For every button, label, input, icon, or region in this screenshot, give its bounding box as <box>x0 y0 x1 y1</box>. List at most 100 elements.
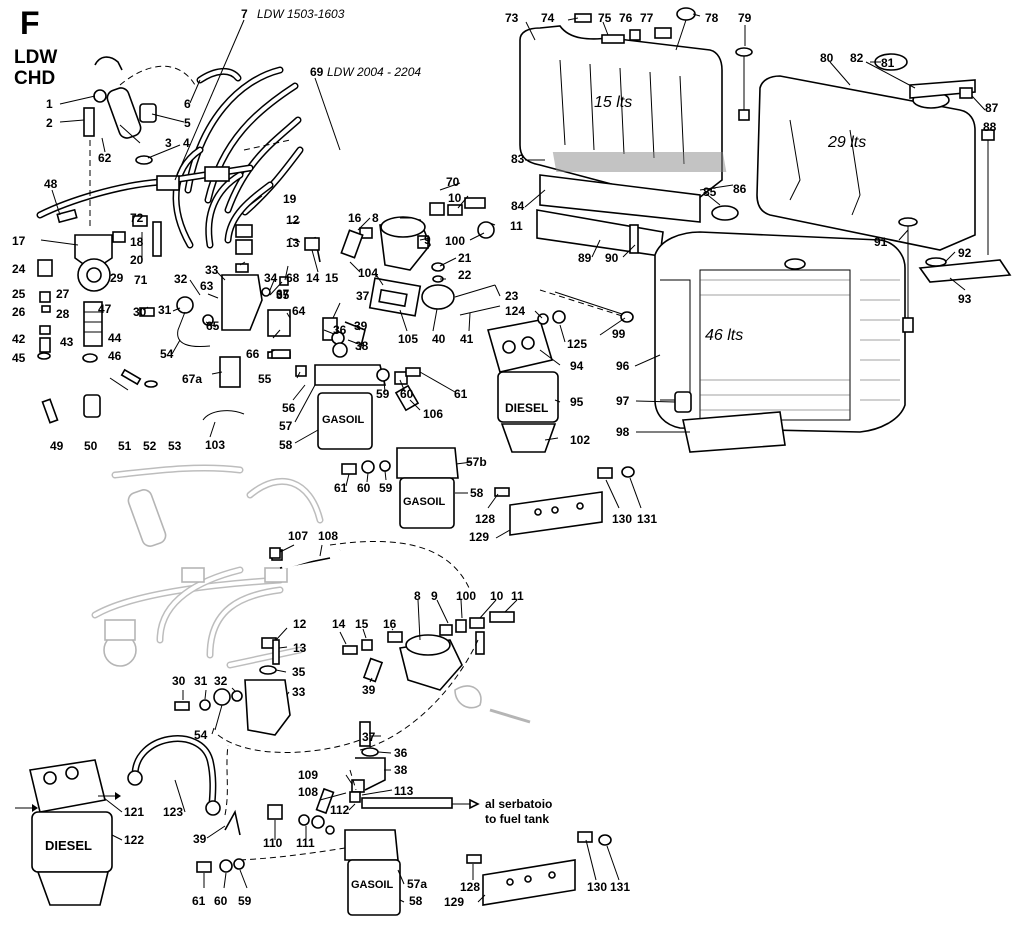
callout-c14a: 14 <box>306 271 320 285</box>
callout-c35a: 35 <box>276 288 290 302</box>
callout-c94: 94 <box>570 359 584 373</box>
callout-c81: 81 <box>881 56 895 70</box>
callout-c38a: 38 <box>355 339 369 353</box>
engine-variant-b-label: LDW 2004 - 2204 <box>327 65 421 79</box>
callout-c61b: 61 <box>334 481 348 495</box>
callout-c48: 48 <box>44 177 58 191</box>
callout-c86: 86 <box>733 182 747 196</box>
callout-c56: 56 <box>282 401 296 415</box>
callout-c111: 111 <box>296 836 315 850</box>
tank-46-lts: 46 lts <box>654 205 918 453</box>
callout-c24: 24 <box>12 262 26 276</box>
callout-c104: 104 <box>358 266 378 280</box>
callout-c5: 5 <box>184 116 191 130</box>
callout-c130b: 130 <box>587 880 607 894</box>
callout-c95: 95 <box>570 395 584 409</box>
callout-c15a: 15 <box>325 271 339 285</box>
callout-c3: 3 <box>165 136 172 150</box>
callout-c40: 40 <box>432 332 446 346</box>
callout-c26: 26 <box>12 305 26 319</box>
tank-cap-icon <box>676 7 696 21</box>
callout-c108: 108 <box>318 529 338 543</box>
tube-108 <box>269 547 341 570</box>
prefilter-head-icon <box>29 759 106 813</box>
callout-c61c: 61 <box>192 894 206 908</box>
callout-c110: 110 <box>263 836 283 850</box>
callout-c75: 75 <box>598 11 612 25</box>
callout-c57a: 57a <box>407 877 427 891</box>
callout-c43: 43 <box>60 335 74 349</box>
callout-c89: 89 <box>578 251 592 265</box>
callout-c70: 70 <box>446 175 460 189</box>
callout-c121: 121 <box>124 805 144 819</box>
callout-c65: 65 <box>206 319 220 333</box>
callout-c16a: 16 <box>348 211 362 225</box>
callout-c12b: 12 <box>293 617 307 631</box>
feed-pump-upper <box>304 197 501 317</box>
callout-c16b: 16 <box>383 617 397 631</box>
callout-c37a: 37 <box>356 289 370 303</box>
to-tank-label-en: to fuel tank <box>485 812 549 826</box>
callout-c60b: 60 <box>357 481 371 495</box>
callout-c46: 46 <box>108 349 122 363</box>
callout-c93: 93 <box>958 292 972 306</box>
callout-c67: 67 <box>276 287 290 301</box>
callout-c105: 105 <box>398 332 418 346</box>
callout-c59b: 59 <box>379 481 393 495</box>
filter-head-icon <box>314 364 387 386</box>
callout-c30a: 30 <box>133 305 147 319</box>
callout-c83: 83 <box>511 152 525 166</box>
callout-c109: 109 <box>298 768 318 782</box>
gasoil-filter-icon <box>317 392 373 450</box>
callout-c84: 84 <box>511 199 525 213</box>
callout-c23: 23 <box>505 289 519 303</box>
mount-strap-icon <box>918 259 1012 283</box>
fuel-filter-upper-assembly: GASOIL <box>271 317 421 450</box>
callout-c57: 57 <box>279 419 293 433</box>
callout-c62: 62 <box>98 151 112 165</box>
tank-46-label: 46 lts <box>705 327 743 344</box>
callout-c57b: 57b <box>466 455 487 469</box>
callout-c30b: 30 <box>172 674 186 688</box>
engine-a-callout: 7 <box>241 7 248 21</box>
callout-c13a: 13 <box>286 236 300 250</box>
callout-c71: 71 <box>134 273 148 287</box>
callout-c131b: 131 <box>610 880 630 894</box>
callout-c10b: 10 <box>490 589 504 603</box>
callout-c99: 99 <box>612 327 626 341</box>
callout-c66: 66 <box>246 347 260 361</box>
callout-c33b: 33 <box>292 685 306 699</box>
callout-c55: 55 <box>258 372 272 386</box>
callout-c97: 97 <box>616 394 630 408</box>
callout-c90: 90 <box>605 251 619 265</box>
callout-c38b: 38 <box>394 763 408 777</box>
callout-c61a: 61 <box>454 387 468 401</box>
callout-c106: 106 <box>423 407 443 421</box>
callout-c125: 125 <box>567 337 587 351</box>
diesel-filter-head-icon <box>486 319 554 373</box>
callout-c35b: 35 <box>292 665 306 679</box>
callout-c108b: 108 <box>298 785 318 799</box>
callout-c32a: 32 <box>174 272 188 286</box>
callout-c103: 103 <box>205 438 225 452</box>
support-brackets <box>466 466 635 906</box>
filter-head-lower-icon <box>344 829 399 861</box>
fuel-tank-46-icon <box>654 231 906 433</box>
callout-c54b: 54 <box>194 728 208 742</box>
callout-c17: 17 <box>12 234 26 248</box>
callout-c76: 76 <box>619 11 633 25</box>
filter-head-mid-icon <box>396 447 459 479</box>
callout-c85: 85 <box>703 185 717 199</box>
callout-c113: 113 <box>394 784 414 798</box>
callout-c82: 82 <box>850 51 864 65</box>
callout-c88: 88 <box>983 120 997 134</box>
engine-b-callout: 69 <box>310 65 324 79</box>
callout-c79: 79 <box>738 11 752 25</box>
callout-c80: 80 <box>820 51 834 65</box>
callout-c58c: 58 <box>409 894 423 908</box>
callout-c39c: 39 <box>193 832 207 846</box>
filter-brand-diesel-2: DIESEL <box>45 838 92 853</box>
callout-c51: 51 <box>118 439 132 453</box>
tank-foot-plate-icon <box>682 411 786 453</box>
